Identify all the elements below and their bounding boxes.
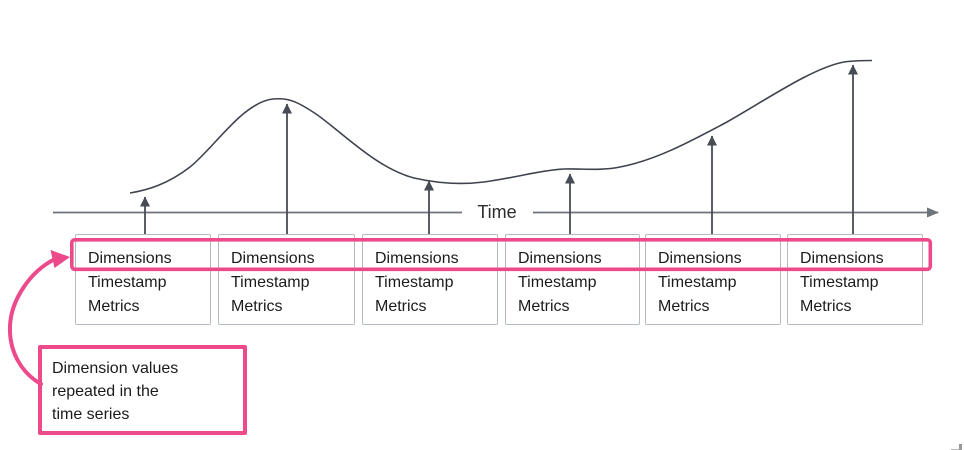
record-field-timestamp: Timestamp: [518, 274, 597, 291]
record-field-timestamp: Timestamp: [800, 274, 879, 291]
corner-artifact: [951, 444, 962, 450]
callout-box: Dimension values repeated in the time se…: [38, 345, 247, 435]
record-field-metrics: Metrics: [88, 298, 140, 315]
time-series-curve: [129, 59, 873, 194]
record-field-metrics: Metrics: [375, 298, 427, 315]
callout-line: repeated in the: [52, 383, 159, 400]
callout-line: Dimension values: [52, 360, 179, 377]
record-field-timestamp: Timestamp: [231, 274, 310, 291]
record-field-dimensions: Dimensions: [231, 250, 315, 267]
callout-line: time series: [52, 406, 130, 423]
record-box-2: Dimensions Timestamp Metrics: [218, 234, 355, 325]
record-field-metrics: Metrics: [518, 298, 570, 315]
record-field-metrics: Metrics: [800, 298, 852, 315]
record-field-timestamp: Timestamp: [88, 274, 167, 291]
record-field-dimensions: Dimensions: [518, 250, 602, 267]
record-box-1: Dimensions Timestamp Metrics: [75, 234, 211, 325]
record-field-dimensions: Dimensions: [375, 250, 459, 267]
time-axis-label: Time: [477, 202, 516, 222]
record-box-5: Dimensions Timestamp Metrics: [645, 234, 781, 325]
record-field-dimensions: Dimensions: [800, 250, 884, 267]
record-field-timestamp: Timestamp: [375, 274, 454, 291]
record-field-metrics: Metrics: [231, 298, 283, 315]
record-field-dimensions: Dimensions: [658, 250, 742, 267]
record-field-metrics: Metrics: [658, 298, 710, 315]
record-field-dimensions: Dimensions: [88, 250, 172, 267]
record-box-3: Dimensions Timestamp Metrics: [362, 234, 498, 325]
record-field-timestamp: Timestamp: [658, 274, 737, 291]
record-box-4: Dimensions Timestamp Metrics: [505, 234, 640, 325]
record-box-6: Dimensions Timestamp Metrics: [787, 234, 923, 325]
